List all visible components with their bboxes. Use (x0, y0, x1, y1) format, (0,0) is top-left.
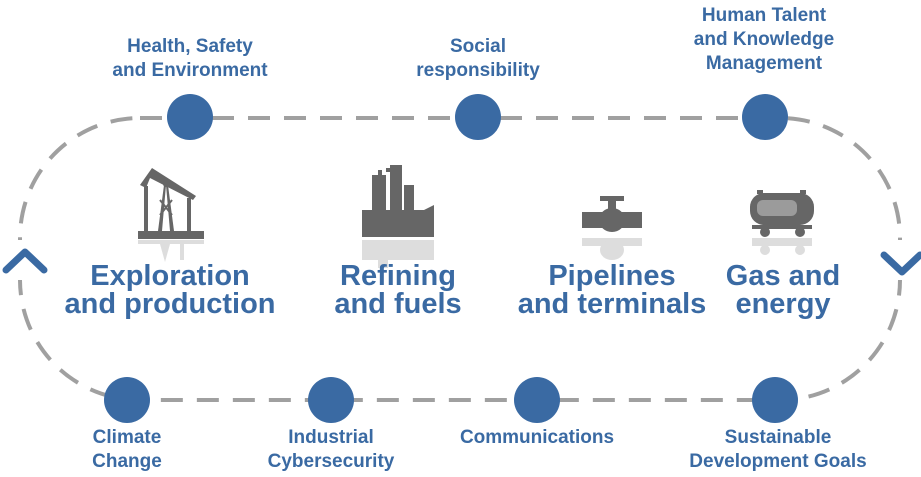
topic-label-sdg: Sustainable Development Goals (689, 427, 867, 472)
topic-label-human-talent: Human Talent and Knowledge Management (693, 5, 835, 74)
tanker-truck-icon (750, 190, 814, 255)
topic-label-social: Social responsibility (416, 36, 540, 81)
topic-label-communications: Communications (459, 427, 615, 448)
topic-node-sdg (752, 377, 798, 423)
topic-label-climate: Climate Change (92, 427, 162, 472)
business-label-exploration: Exploration and production (64, 260, 276, 320)
topic-node-cybersecurity (308, 377, 354, 423)
chevron-up-icon (0, 240, 50, 280)
pipeline-valve-icon (582, 196, 642, 260)
topic-node-climate (104, 377, 150, 423)
topic-node-social (455, 94, 501, 140)
dashed-loop (18, 116, 902, 402)
topic-node-communications (514, 377, 560, 423)
refinery-icon (362, 165, 434, 268)
topic-label-health-safety: Health, Safety and Environment (112, 36, 268, 81)
business-label-gas: Gas and energy (725, 260, 841, 320)
business-label-refining: Refining and fuels (334, 260, 462, 320)
oil-pump-icon (138, 168, 204, 262)
topic-node-health-safety (167, 94, 213, 140)
topic-label-cybersecurity: Industrial Cybersecurity (267, 427, 395, 472)
topic-node-human-talent (742, 94, 788, 140)
business-label-pipelines: Pipelines and terminals (517, 260, 707, 320)
chevron-down-icon (876, 240, 921, 280)
